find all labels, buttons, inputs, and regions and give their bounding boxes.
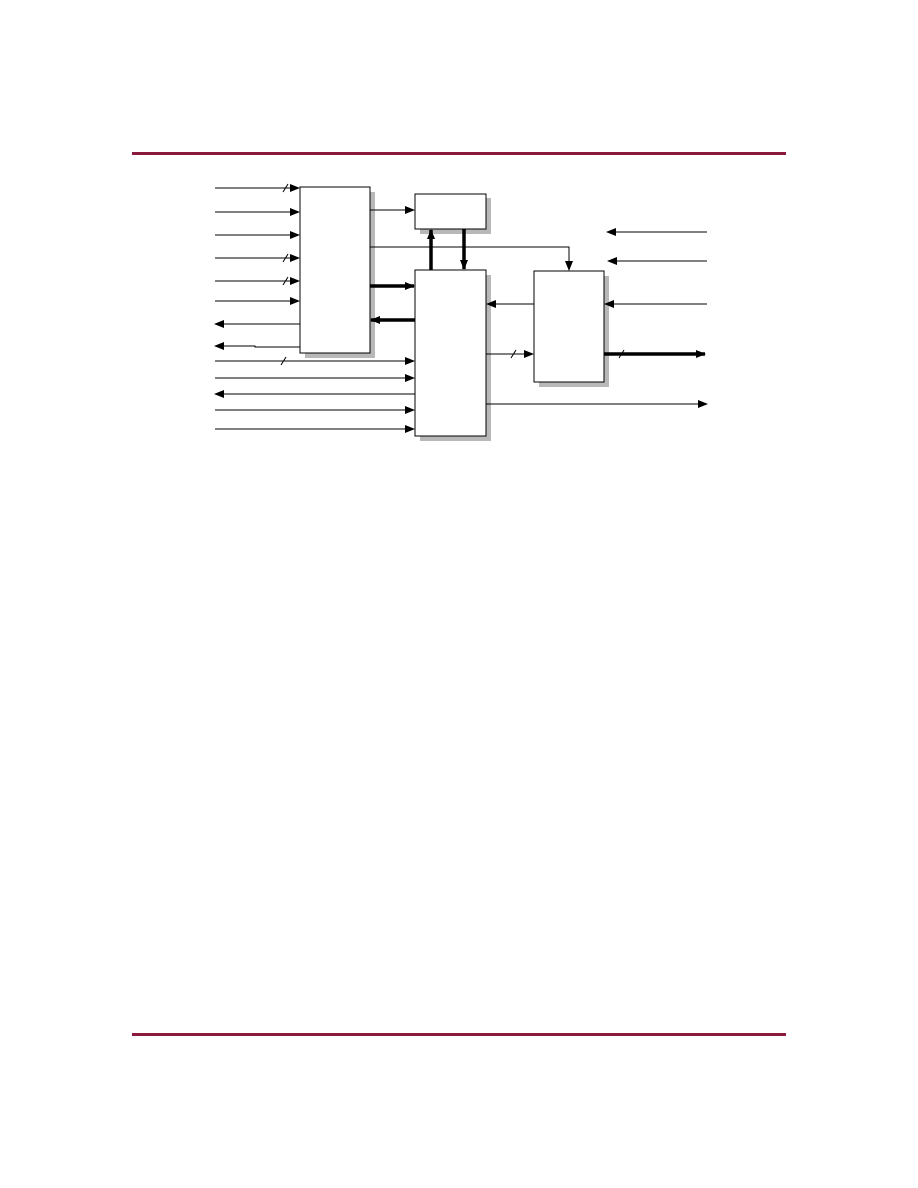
header-rule [132, 152, 786, 155]
left-block-inputs [215, 184, 300, 305]
output-arrow-2 [214, 342, 300, 350]
top-small-block [414, 193, 487, 230]
right-block [533, 270, 605, 383]
footer-rule [132, 1033, 786, 1036]
left-block-outputs [214, 320, 300, 350]
right-block-inputs [604, 228, 707, 308]
left-block [299, 186, 371, 354]
center-block [414, 269, 487, 437]
center-block-left-signals [214, 357, 415, 433]
left-to-right-block-line [370, 246, 573, 271]
